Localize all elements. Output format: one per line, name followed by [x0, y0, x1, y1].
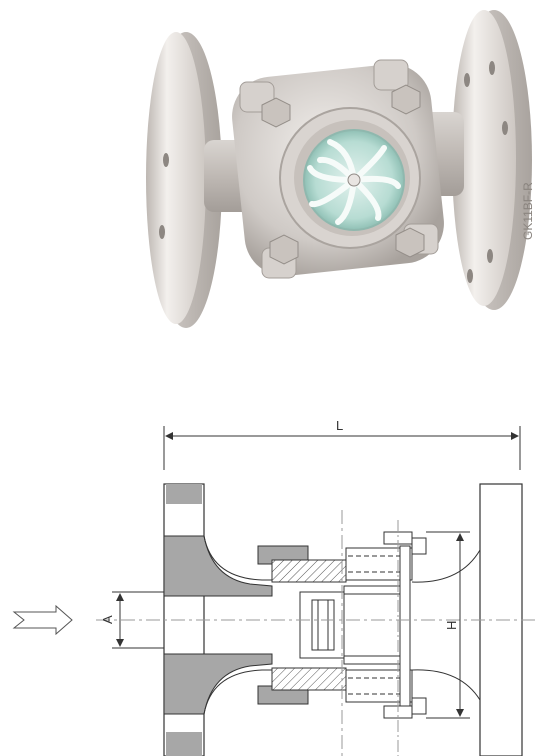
body-outline	[203, 535, 300, 715]
body-marking: GK11BF-R	[521, 182, 535, 240]
bolts	[383, 520, 427, 756]
right-flange	[452, 10, 532, 310]
dimension-L: L	[163, 418, 521, 470]
dimension-A-label: A	[100, 615, 115, 624]
flow-direction-arrow	[12, 604, 73, 636]
upper-housing	[257, 545, 413, 583]
sight-glass-product-photo: GK11BF-R	[146, 10, 535, 328]
sight-window-section	[299, 545, 411, 707]
dimension-H-label: H	[444, 621, 459, 630]
dimension-H: H	[426, 531, 470, 719]
lower-housing	[257, 667, 413, 705]
dimension-A: A	[100, 591, 164, 649]
dimension-L-label: L	[336, 418, 343, 433]
sight-glass-section-drawing: L	[12, 418, 538, 756]
left-flange	[146, 32, 222, 328]
sight-window-rotor	[303, 129, 405, 231]
